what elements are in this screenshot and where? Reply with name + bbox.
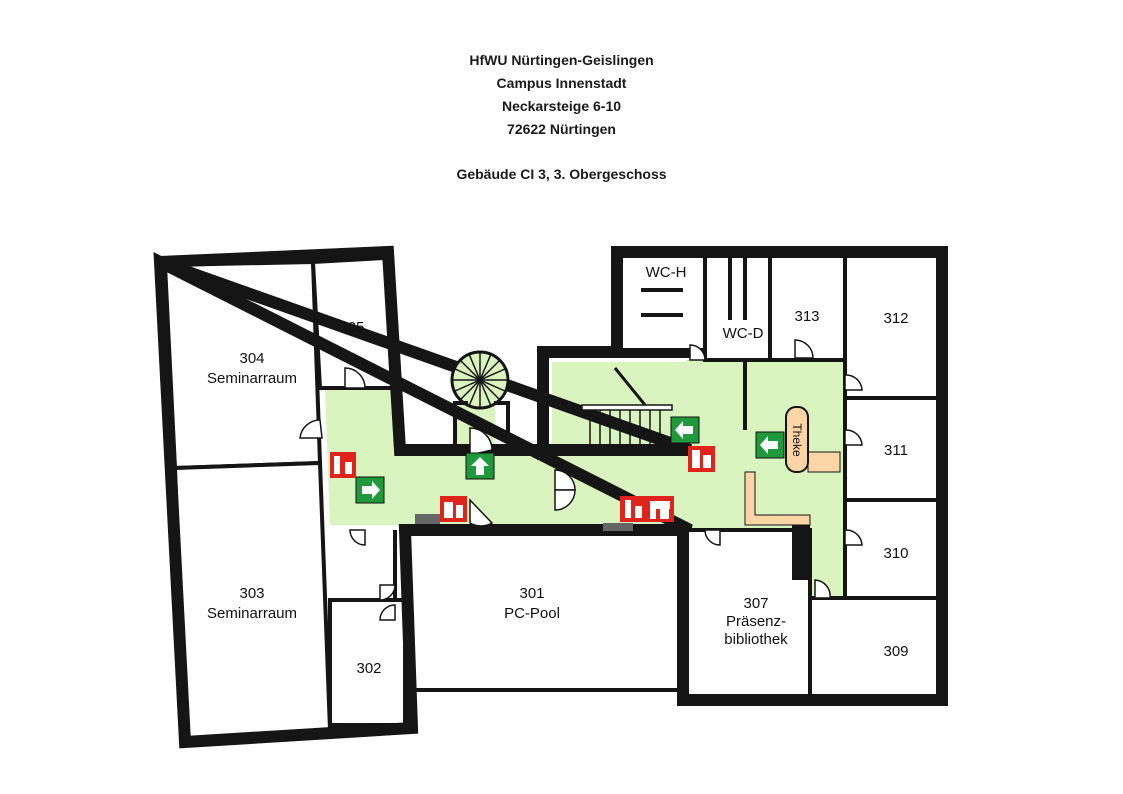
room-303-name: Seminarraum bbox=[207, 605, 297, 622]
exit-arrow-icon bbox=[670, 416, 700, 444]
doors bbox=[299, 339, 863, 621]
exit-arrow-icon bbox=[755, 431, 785, 459]
theke-label: Theke bbox=[790, 423, 804, 457]
room-301 bbox=[403, 528, 682, 692]
wc-h-label: WC-H bbox=[646, 264, 687, 281]
room-wc-d bbox=[703, 253, 772, 362]
room-304-name: Seminarraum bbox=[207, 370, 297, 387]
room-303-number: 303 bbox=[239, 585, 264, 602]
room-301-name: PC-Pool bbox=[504, 605, 560, 622]
room-311 bbox=[843, 396, 942, 502]
fire-hose-icon bbox=[647, 496, 674, 522]
room-309-number: 309 bbox=[883, 643, 908, 660]
header-institution: HfWU Nürtingen-Geislingen bbox=[469, 52, 654, 68]
header-city: 72622 Nürtingen bbox=[507, 121, 616, 137]
room-301-number: 301 bbox=[519, 585, 544, 602]
room-310-number: 310 bbox=[883, 545, 908, 562]
header-floor: Gebäude CI 3, 3. Obergeschoss bbox=[456, 166, 667, 182]
header-campus: Campus Innenstadt bbox=[496, 75, 627, 91]
wc-d-label: WC-D bbox=[723, 325, 764, 342]
exit-arrow-icon bbox=[465, 452, 495, 480]
room-302-number: 302 bbox=[356, 660, 381, 677]
fire-extinguisher-icon bbox=[620, 496, 647, 522]
fire-extinguisher-icon bbox=[330, 452, 356, 478]
fire-hose-icon bbox=[688, 446, 715, 472]
room-302 bbox=[328, 598, 407, 727]
fire-hose-icon bbox=[440, 496, 467, 522]
room-309 bbox=[808, 596, 942, 699]
spiral-staircase bbox=[450, 350, 510, 450]
room-311-number: 311 bbox=[884, 442, 908, 459]
exit-arrow-icon bbox=[355, 476, 385, 504]
room-313-number: 313 bbox=[794, 308, 819, 325]
room-305-number: 305 bbox=[339, 319, 364, 336]
counter-theke: Theke bbox=[744, 406, 841, 526]
room-304-number: 304 bbox=[239, 350, 264, 367]
room-307-name-2: bibliothek bbox=[724, 631, 788, 648]
room-307-name-1: Präsenz- bbox=[726, 613, 786, 630]
room-313 bbox=[768, 253, 847, 362]
room-307-number: 307 bbox=[743, 595, 768, 612]
header-street: Neckarsteige 6-10 bbox=[501, 98, 622, 114]
room-312-number: 312 bbox=[883, 310, 908, 327]
